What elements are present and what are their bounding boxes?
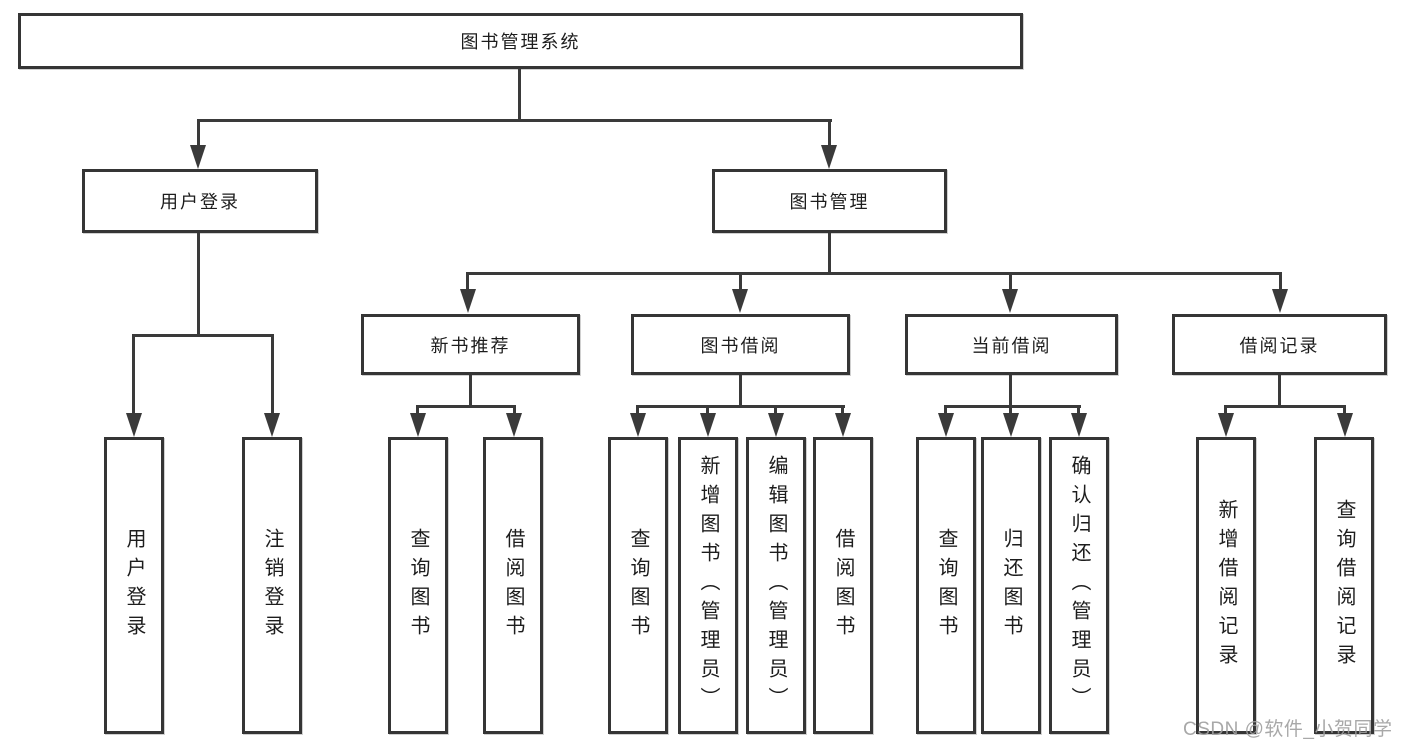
arrowhead-icon [732,289,748,313]
connector-new-book-v [469,375,472,408]
leaf-bb-query-books: 查询图书 [608,437,668,734]
leaf-bb-borrow-books: 借阅图书 [813,437,873,734]
connector-drop [774,405,777,417]
connector-drop [1224,405,1227,417]
connector-drop-leaf-logout [271,334,274,415]
arrowhead-icon [1272,289,1288,313]
node-new-book-recommend: 新书推荐 [361,314,580,375]
leaf-bb-add-books: 新增图书（管理员） [678,437,738,734]
arrowhead-icon [938,413,954,437]
arrowhead-icon [1003,413,1019,437]
arrowhead-icon [1002,289,1018,313]
connector-user-login-bus [132,334,274,337]
connector-drop-new-book [466,272,469,292]
leaf-nb-borrow-books: 借阅图书 [483,437,543,734]
leaf-logout: 注销登录 [242,437,302,734]
node-borrow-records: 借阅记录 [1172,314,1387,375]
connector-drop [1077,405,1080,417]
connector-drop-borrow-records [1279,272,1282,292]
leaf-br-query-record: 查询借阅记录 [1314,437,1374,734]
leaf-user-login: 用户登录 [104,437,164,734]
connector-drop-book-management [828,119,831,147]
leaf-cb-confirm-return: 确认归还（管理员） [1049,437,1109,734]
arrowhead-icon [1071,413,1087,437]
connector-drop-user-login [197,119,200,147]
connector-book-management-v [828,233,831,274]
connector-drop-book-borrow [739,272,742,292]
connector-current-borrow-bus [944,405,1081,408]
connector-drop [944,405,947,417]
connector-drop [706,405,709,417]
arrowhead-icon [630,413,646,437]
connector-borrow-records-v [1278,375,1281,408]
arrowhead-icon [126,413,142,437]
arrowhead-icon [460,289,476,313]
csdn-watermark: CSDN @软件_小贺同学 [1183,719,1393,740]
connector-l2-bus [197,119,832,122]
connector-drop-leaf-user-login [132,334,135,415]
arrowhead-icon [506,413,522,437]
leaf-cb-return-books: 归还图书 [981,437,1041,734]
leaf-cb-query-books: 查询图书 [916,437,976,734]
connector-l3-bus [466,272,1282,275]
arrowhead-icon [264,413,280,437]
leaf-br-add-record: 新增借阅记录 [1196,437,1256,734]
arrowhead-icon [700,413,716,437]
arrowhead-icon [768,413,784,437]
connector-drop-current-borrow [1009,272,1012,292]
connector-drop [1343,405,1346,417]
arrowhead-icon [821,145,837,169]
connector-drop [1009,405,1012,417]
connector-drop [841,405,844,417]
connector-new-book-bus [416,405,516,408]
arrowhead-icon [410,413,426,437]
connector-borrow-records-bus [1224,405,1346,408]
node-book-borrow: 图书借阅 [631,314,850,375]
connector-drop [636,405,639,417]
node-user-login: 用户登录 [82,169,318,233]
arrowhead-icon [835,413,851,437]
node-current-borrow: 当前借阅 [905,314,1118,375]
arrowhead-icon [190,145,206,169]
node-book-management: 图书管理 [712,169,947,233]
node-root: 图书管理系统 [18,13,1023,69]
connector-drop [513,405,516,417]
connector-book-borrow-v [739,375,742,408]
leaf-bb-edit-books: 编辑图书（管理员） [746,437,806,734]
connector-book-borrow-bus [636,405,845,408]
connector-root-v [518,68,521,121]
arrowhead-icon [1218,413,1234,437]
connector-user-login-v [197,233,200,337]
arrowhead-icon [1337,413,1353,437]
leaf-nb-query-books: 查询图书 [388,437,448,734]
connector-current-borrow-v [1009,375,1012,408]
connector-drop [416,405,419,417]
